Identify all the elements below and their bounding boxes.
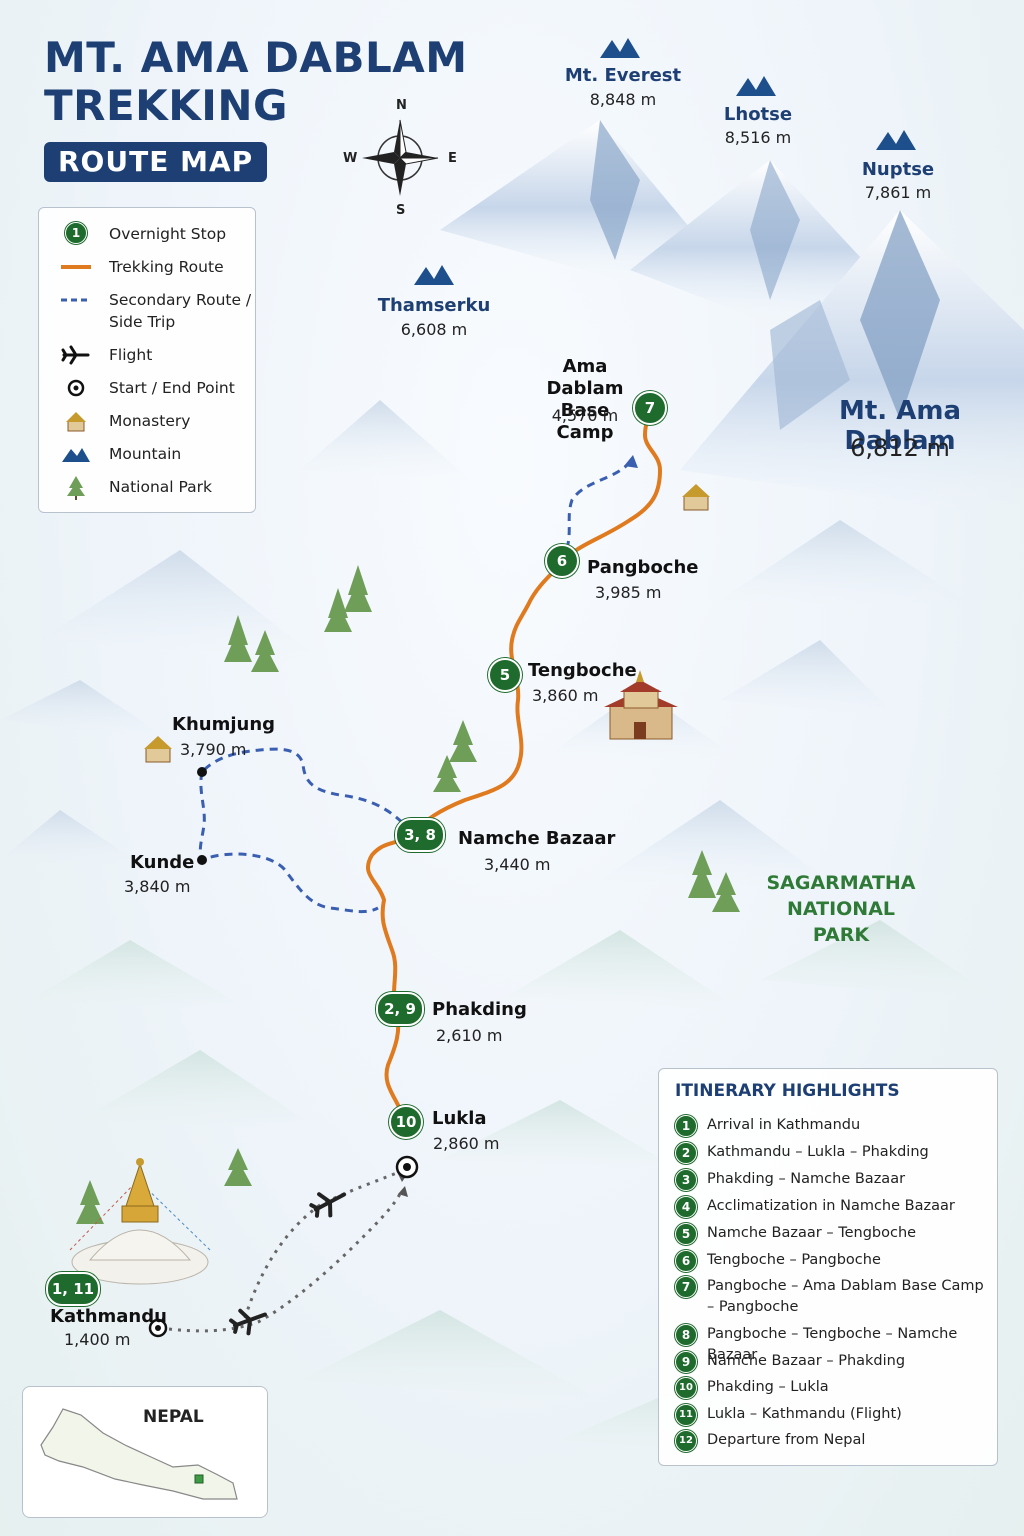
stop-lukla-elev: 2,860 m xyxy=(433,1134,500,1153)
trekking-route xyxy=(365,418,663,1120)
compass-west: W xyxy=(343,151,358,166)
stop-namche-marker: 3, 8 xyxy=(395,818,445,852)
stop-tengboche-marker: 5 xyxy=(488,658,522,692)
tree-group xyxy=(76,565,740,1224)
flight-legend-icon xyxy=(61,345,90,365)
itinerary-title: ITINERARY HIGHLIGHTS xyxy=(675,1081,900,1101)
secondary-route-kunde xyxy=(198,771,379,914)
start-end-point-kathmandu xyxy=(148,1318,168,1338)
stop-abc-name: Ama Dablam Base Camp xyxy=(546,356,624,443)
compass-north: N xyxy=(396,98,407,113)
legend-label-monastery: Monastery xyxy=(109,412,191,430)
lhotse-mountain-icon xyxy=(736,76,776,96)
peak-thamserku-name: Thamserku xyxy=(377,295,491,316)
compass-south: S xyxy=(396,203,406,218)
peak-nuptse-elev: 7,861 m xyxy=(864,183,932,202)
ama-dablam-peak xyxy=(680,210,1024,520)
flight-path-return xyxy=(243,1168,405,1319)
legend-label-trekking-route: Trekking Route xyxy=(109,258,224,276)
everest-massif xyxy=(440,120,700,280)
map-title: MT. AMA DABLAM TREKKING xyxy=(44,34,468,130)
flight-arrow xyxy=(398,1186,408,1197)
nuptse-mountain-icon xyxy=(876,130,916,150)
kunde-point xyxy=(197,855,207,865)
stop-namche-elev: 3,440 m xyxy=(484,855,551,874)
route-arrow xyxy=(624,455,638,468)
khumjung-point xyxy=(197,767,207,777)
mountain-legend-icon xyxy=(62,448,90,462)
inset-label: NEPAL xyxy=(143,1407,204,1427)
legend-label-start-end: Start / End Point xyxy=(109,379,235,397)
place-kunde-name: Kunde xyxy=(130,852,195,873)
overnight-stop-legend-icon: 1 xyxy=(61,222,91,244)
start-end-point-legend-icon xyxy=(67,379,85,397)
stop-lukla-marker: 10 xyxy=(389,1105,423,1139)
mountain-icons xyxy=(414,38,916,285)
legend-label-flight: Flight xyxy=(109,346,153,364)
legend-label-secondary-route: Secondary Route / Side Trip xyxy=(109,291,252,331)
peak-lhotse-name: Lhotse xyxy=(723,104,793,125)
start-end-point-lukla xyxy=(395,1155,419,1179)
peak-lhotse-elev: 8,516 m xyxy=(724,128,792,147)
stop-kathmandu-name: Kathmandu xyxy=(50,1306,167,1327)
thamserku-mountain-icon xyxy=(414,265,454,285)
legend-label-mountain: Mountain xyxy=(109,445,182,463)
everest-mountain-icon xyxy=(600,38,640,58)
khumjung-monastery xyxy=(144,736,172,763)
nepal-outline xyxy=(40,1408,238,1500)
national-park-label: SAGARMATHA NATIONAL PARK xyxy=(766,872,916,946)
airplane-icon xyxy=(309,1192,347,1218)
stop-tengboche-name: Tengboche xyxy=(528,660,637,681)
place-khumjung-elev: 3,790 m xyxy=(180,740,247,759)
place-khumjung-name: Khumjung xyxy=(172,714,276,735)
stop-pangboche-name: Pangboche xyxy=(587,557,699,578)
stop-phakding-marker: 2, 9 xyxy=(376,992,424,1026)
national-park-legend-icon xyxy=(67,476,85,500)
map-subtitle: ROUTE MAP xyxy=(44,142,268,182)
nepal-inset-map: NEPAL xyxy=(22,1386,268,1518)
compass-rose-icon xyxy=(362,119,439,196)
peak-everest-name: Mt. Everest xyxy=(564,65,682,86)
boudhanath-stupa xyxy=(69,1158,211,1285)
stop-tengboche-elev: 3,860 m xyxy=(532,686,599,705)
stop-phakding-name: Phakding xyxy=(432,999,527,1020)
peak-ama-dablam-name: Mt. Ama Dablam xyxy=(839,396,961,456)
stop-lukla-name: Lukla xyxy=(432,1108,487,1129)
stop-kathmandu-marker: 1, 11 xyxy=(46,1272,100,1306)
map-legend: 1 Overnight Stop Trekking Route Secondar… xyxy=(38,207,256,513)
flight-path-outbound xyxy=(159,1189,404,1333)
title-line-2: TREKKING xyxy=(44,81,289,130)
trekking-route-legend-icon xyxy=(61,265,91,269)
peak-everest-elev: 8,848 m xyxy=(589,90,657,109)
stop-phakding-elev: 2,610 m xyxy=(436,1026,503,1045)
secondary-route-abc xyxy=(560,460,632,563)
stop-abc-elev: 4,570 m xyxy=(551,406,619,425)
tengboche-monastery xyxy=(604,670,678,740)
lhotse-peak xyxy=(630,160,900,320)
stop-namche-name: Namche Bazaar xyxy=(458,828,616,849)
trek-region-marker xyxy=(194,1474,204,1484)
stop-kathmandu-elev: 1,400 m xyxy=(64,1330,131,1349)
stop-pangboche-elev: 3,985 m xyxy=(595,583,662,602)
peak-thamserku-elev: 6,608 m xyxy=(400,320,468,339)
stop-pangboche-marker: 6 xyxy=(545,544,579,578)
monastery-legend-icon xyxy=(66,412,86,432)
secondary-route-legend-icon xyxy=(61,298,91,302)
legend-label-overnight-stop: Overnight Stop xyxy=(109,225,227,243)
stop-abc-marker: 7 xyxy=(633,391,667,425)
place-kunde-elev: 3,840 m xyxy=(124,877,191,896)
compass-east: E xyxy=(448,151,457,166)
title-line-1: MT. AMA DABLAM xyxy=(44,33,468,82)
peak-ama-dablam-elev: 6,812 m xyxy=(850,434,950,462)
peak-nuptse-name: Nuptse xyxy=(861,159,935,180)
secondary-route-khumjung xyxy=(200,747,414,834)
airplane-icon xyxy=(229,1308,268,1336)
pangboche-monastery xyxy=(682,484,710,511)
legend-label-national-park: National Park xyxy=(109,478,213,496)
